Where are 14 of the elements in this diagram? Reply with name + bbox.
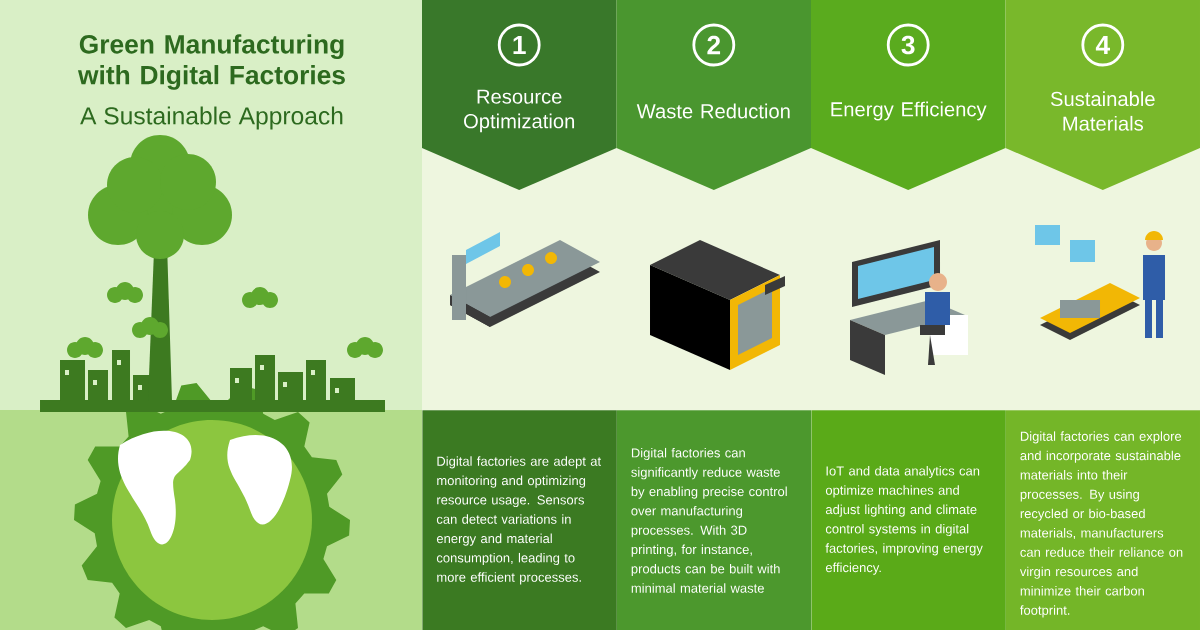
column-heading: Energy Efficiency [831, 101, 987, 121]
column-heading: Waste Reduction [636, 103, 790, 119]
heading-band [811, 0, 1006, 190]
heading-band [616, 0, 811, 190]
heading-band [422, 0, 617, 190]
text-panel: Digital factories can explore and incorporate sustainable materials into their processes. By using recycled or bio-based materials, manufacturers can reduce their reliance on virgin resources and minimize their carbon footprint. [1005, 410, 1200, 630]
text-panel: Digital factories can significantly reduce waste by enabling precise control over manufacturing processes. With 3D printing, for instance, products can be built with minimal material waste [616, 410, 812, 630]
text-panel: IoT and data analytics can optimize machines and adjust lighting and climate control systems in digital factories, improving energy efficiency. [811, 410, 1006, 630]
column-heading: Resource Optimization [464, 89, 574, 133]
title: Green Manufacturing with Digital Factories [77, 34, 345, 90]
subtitle: A Sustainable Approach [80, 106, 343, 130]
column-heading: Sustainable Materials [1050, 91, 1155, 131]
text-panel: Digital factories are adept at monitoring and optimizing resource usage. Sensors can detect variations in energy and material consumption, leading to more efficient processes. [422, 410, 617, 630]
heading-band [1005, 0, 1200, 190]
